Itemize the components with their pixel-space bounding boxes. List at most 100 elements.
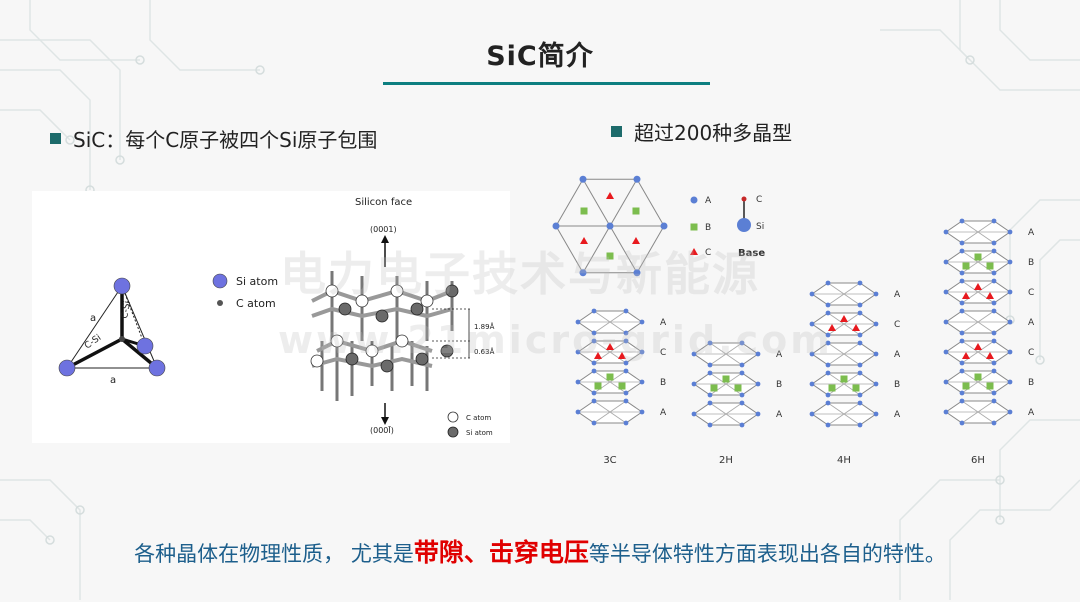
site-a-atom — [959, 240, 965, 246]
site-b-square — [986, 382, 994, 390]
site-a-atom — [943, 229, 949, 235]
si-atom-legend-icon — [447, 426, 459, 438]
site-a-atom — [857, 370, 863, 376]
site-a-atom — [943, 409, 949, 415]
site-a-atom — [825, 280, 831, 286]
site-a-atom — [707, 400, 713, 406]
site-a-atom — [857, 392, 863, 398]
site-c-triangle — [852, 324, 860, 331]
site-a-atom — [691, 351, 697, 357]
site-a-atom — [857, 332, 863, 338]
site-a-atom — [707, 340, 713, 346]
tetrahedron-diagram: a a C-Si C-Si — [58, 277, 166, 386]
site-a-atom — [809, 321, 815, 327]
site-c-triangle — [580, 237, 589, 244]
site-b-square — [690, 223, 698, 231]
c-atom-legend-label: C atom — [236, 297, 276, 310]
site-a-atom — [739, 340, 745, 346]
site-a-atom — [660, 222, 668, 230]
layer-line — [961, 220, 995, 244]
site-a-atom — [1007, 319, 1013, 325]
layer-line — [593, 310, 627, 334]
legend-b-label: B — [705, 223, 711, 233]
site-a-atom — [739, 392, 745, 398]
si-atom-icon — [148, 359, 166, 377]
site-b-square — [710, 384, 718, 392]
bullet-square-icon — [611, 126, 622, 137]
site-a-atom — [825, 332, 831, 338]
title-underline — [383, 82, 710, 85]
site-a-atom — [825, 310, 831, 316]
site-a-atom — [591, 390, 597, 396]
site-b-square — [606, 373, 614, 381]
layer-line — [961, 280, 995, 304]
site-a-atom — [1007, 379, 1013, 385]
site-a-atom — [623, 330, 629, 336]
site-a-atom — [825, 340, 831, 346]
stack-label: B — [776, 380, 782, 390]
dimension-label: 0.63Å — [474, 347, 495, 356]
site-a-atom — [857, 310, 863, 316]
site-a-atom — [755, 411, 761, 417]
site-a-atom — [606, 222, 614, 230]
site-a-atom — [873, 351, 879, 357]
edge-label-a: a — [90, 313, 96, 324]
stack-label: B — [894, 380, 900, 390]
site-a-atom — [639, 319, 645, 325]
stack-label: B — [1028, 258, 1034, 268]
site-a-atom — [825, 400, 831, 406]
stack-label: A — [776, 350, 783, 360]
si-atom-icon — [113, 277, 131, 295]
stack-label: A — [894, 350, 901, 360]
site-a-atom — [633, 175, 641, 183]
site-a-atom — [943, 289, 949, 295]
site-a-atom — [639, 409, 645, 415]
site-a-atom — [591, 308, 597, 314]
stack-label: A — [894, 410, 901, 420]
site-a-atom — [991, 240, 997, 246]
stack-label: C — [894, 320, 900, 330]
site-a-atom — [623, 308, 629, 314]
silicon-face-label: Silicon face — [355, 197, 412, 208]
site-a-atom — [1007, 349, 1013, 355]
site-a-atom — [591, 368, 597, 374]
site-a-atom — [623, 390, 629, 396]
site-a-atom — [959, 270, 965, 276]
site-a-atom — [1007, 229, 1013, 235]
site-a-atom — [991, 360, 997, 366]
site-a-atom — [739, 370, 745, 376]
site-a-atom — [575, 379, 581, 385]
bullet-sic-structure: SiC：每个C原子被四个Si原子包围 — [50, 124, 377, 153]
site-c-triangle — [962, 292, 970, 299]
si-atom-legend-icon — [212, 273, 228, 289]
site-a-atom — [825, 392, 831, 398]
layer-line — [593, 400, 627, 424]
layer-line — [961, 310, 995, 334]
bullet-text: SiC：每个C原子被四个Si原子包围 — [73, 128, 378, 152]
site-a-atom — [857, 362, 863, 368]
site-a-atom — [991, 300, 997, 306]
site-a-atom — [959, 398, 965, 404]
layer-line — [961, 340, 995, 364]
site-a-atom — [809, 381, 815, 387]
si-atom-legend-label: Si atom — [236, 275, 278, 288]
site-a-atom — [991, 330, 997, 336]
site-a-atom — [991, 308, 997, 314]
site-a-atom — [943, 319, 949, 325]
site-c-triangle — [986, 352, 994, 359]
site-a-atom — [943, 379, 949, 385]
site-b-square — [974, 253, 982, 261]
site-b-square — [632, 207, 640, 215]
site-a-atom — [991, 278, 997, 284]
site-a-atom — [959, 360, 965, 366]
site-a-atom — [959, 368, 965, 374]
site-c-triangle — [606, 192, 614, 199]
site-a-atom — [707, 392, 713, 398]
site-a-atom — [857, 302, 863, 308]
site-a-atom — [623, 360, 629, 366]
edge-label-a: a — [110, 375, 116, 386]
site-a-atom — [943, 349, 949, 355]
site-a-atom — [857, 400, 863, 406]
crystal-structure-diagram: Silicon face (0001) — [310, 197, 495, 438]
layer-line — [827, 402, 861, 426]
